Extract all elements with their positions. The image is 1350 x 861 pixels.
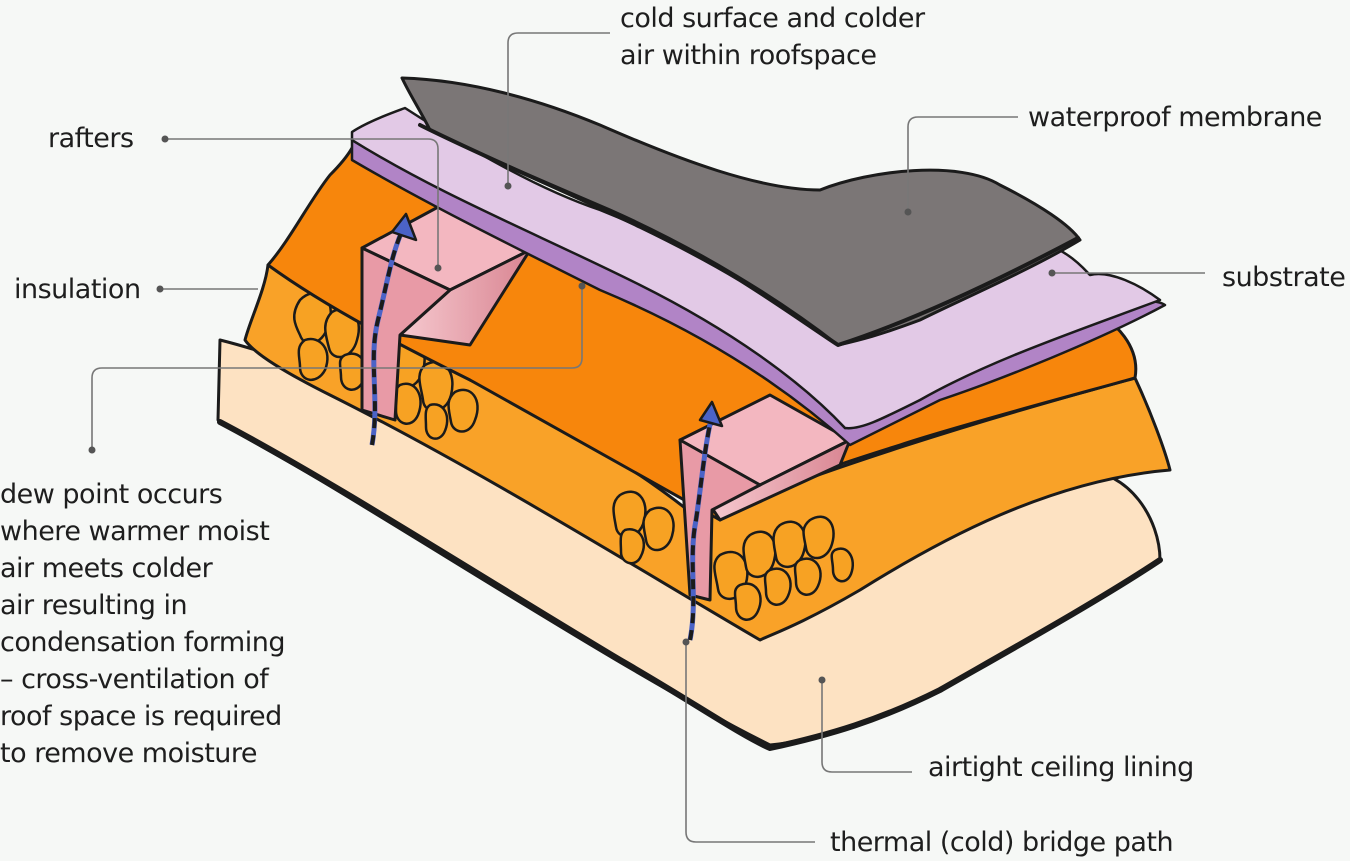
leader-dew-point (91, 286, 583, 450)
label-insulation: insulation (14, 274, 141, 305)
insulation-batts-right (612, 490, 854, 621)
leader-rafters-end-dot (434, 264, 442, 272)
leader-rafters-dot (161, 135, 169, 143)
label-airtight-ceiling-lining: airtight ceiling lining (928, 752, 1194, 783)
bridge-path-left-arrowhead (390, 212, 418, 242)
label-substrate: substrate (1222, 262, 1346, 293)
leader-dew-point-dot (578, 282, 586, 290)
waterproof-membrane-layer (400, 76, 1082, 347)
label-waterproof-membrane: waterproof membrane (1028, 102, 1322, 133)
waterproof-membrane-underside (418, 123, 1080, 347)
thermal-bridge-path-left (369, 212, 418, 446)
substrate-layer (350, 106, 1167, 447)
ceiling-lining-bottom-edge (217, 419, 1163, 751)
bridge-path-left-dash (370, 224, 407, 446)
label-thermal-bridge-path: thermal (cold) bridge path (830, 827, 1174, 858)
leader-waterproof-dot (904, 208, 912, 216)
leader-ceiling-dot (818, 676, 826, 684)
label-rafters: rafters (48, 123, 134, 154)
leader-dew-point-end-dot (88, 446, 96, 454)
substrate-shape (350, 106, 1162, 430)
bridge-path-right-dash (688, 414, 714, 641)
leader-substrate-dot (1048, 269, 1056, 277)
leader-rafters (165, 138, 439, 268)
leader-cold-surface (507, 32, 610, 186)
thermal-bridge-path-right (687, 400, 724, 641)
leader-bridge-dot (682, 638, 690, 646)
leader-lines (88, 32, 1205, 843)
label-dew-point: dew point occurs where warmer moist air … (0, 479, 285, 769)
leader-ceiling (821, 680, 912, 773)
leader-bridge (685, 642, 815, 843)
leader-cold-surface-dot (504, 182, 512, 190)
leader-waterproof (907, 116, 1018, 212)
label-cold-surface: cold surface and colder air within roofs… (620, 3, 925, 71)
leader-insulation-dot (156, 285, 164, 293)
bridge-path-right-arrowhead (698, 400, 724, 428)
